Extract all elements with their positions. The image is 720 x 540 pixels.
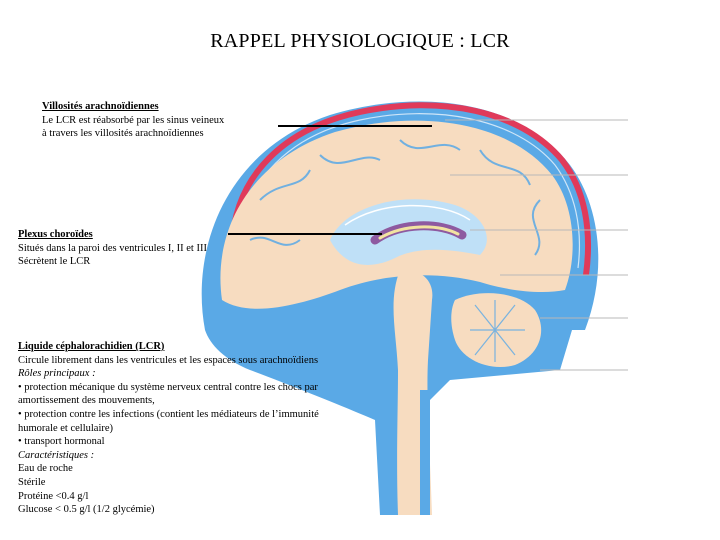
cerebellum	[451, 293, 542, 368]
role-line: amortissement des mouvements,	[18, 395, 155, 407]
carac-heading: Caractéristiques :	[18, 449, 95, 461]
villosites-heading: Villosités arachnoïdiennes	[42, 101, 159, 112]
lateral-ventricle	[330, 199, 487, 265]
carac-line: Protéine <0.4 g/l	[18, 490, 89, 502]
roles-heading: Rôles principaux :	[18, 368, 96, 380]
role-line: • protection contre les infections (cont…	[18, 408, 319, 420]
role-line: • protection mécanique du système nerveu…	[18, 381, 318, 393]
villosites-line: à travers les villosités arachnoïdiennes	[42, 128, 204, 140]
villosites-line: Le LCR est réabsorbé par les sinus veine…	[42, 114, 225, 126]
villosites-block: Villosités arachnoïdiennes Le LCR est ré…	[42, 100, 282, 141]
carac-line: Eau de roche	[18, 463, 73, 475]
carac-line: Glucose < 0.5 g/l (1/2 glycémie)	[18, 504, 155, 516]
plexus-line: Sécrètent le LCR	[18, 256, 91, 268]
role-line: • transport hormonal	[18, 436, 105, 448]
slide-title: RAPPEL PHYSIOLOGIQUE : LCR	[210, 30, 510, 52]
lcr-block: Liquide céphalorachidien (LCR) Circule l…	[18, 340, 368, 517]
plexus-block: Plexus choroïdes Situés dans la paroi de…	[18, 228, 268, 269]
lcr-line: Circule librement dans les ventricules e…	[18, 354, 319, 366]
role-line: humorale et cellulaire)	[18, 422, 114, 434]
lcr-heading: Liquide céphalorachidien (LCR)	[18, 341, 165, 352]
carac-line: Stérile	[18, 476, 46, 488]
venous-sinus	[229, 102, 592, 276]
plexus-line: Situés dans la paroi des ventricules I, …	[18, 242, 207, 254]
plexus-heading: Plexus choroïdes	[18, 229, 93, 240]
